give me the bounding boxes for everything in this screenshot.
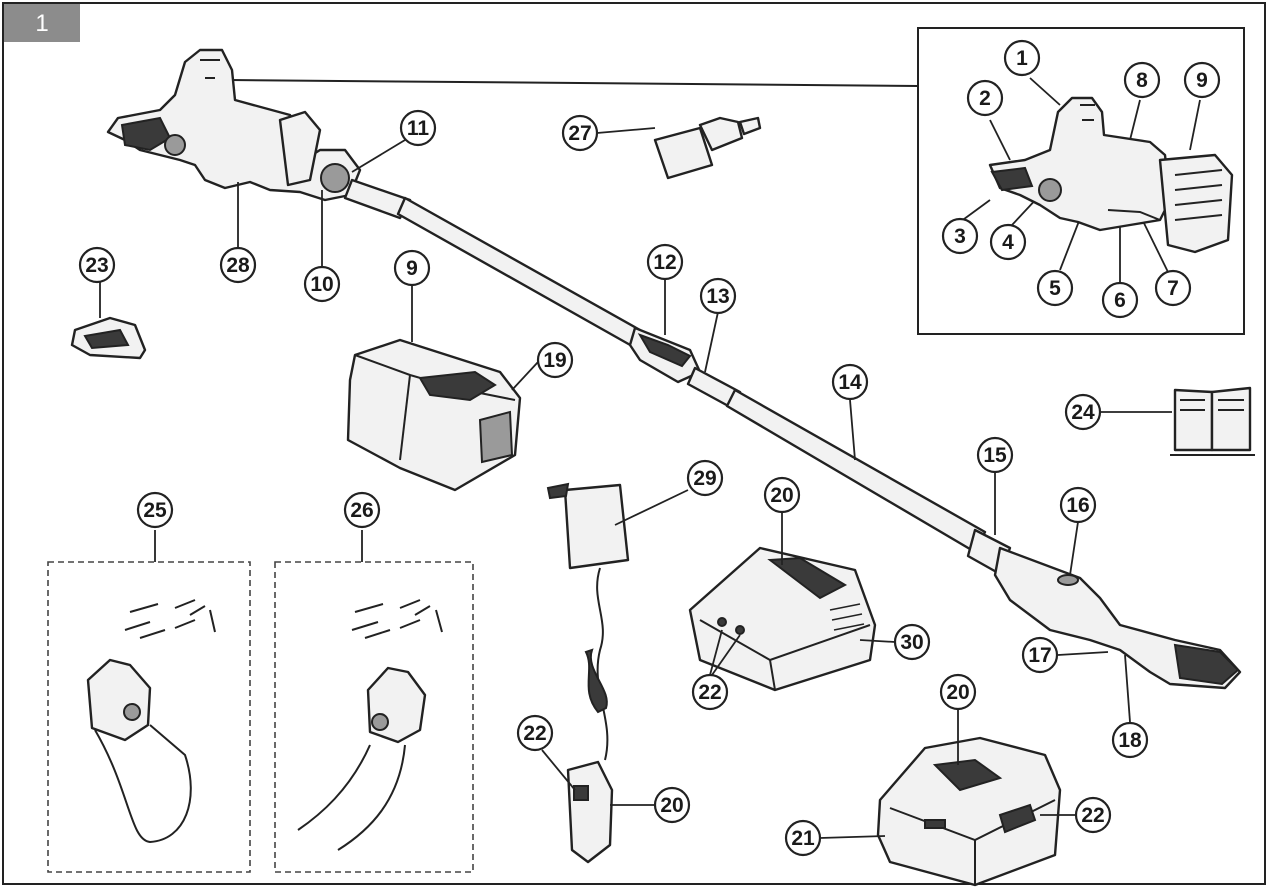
callout-label: 20 [660, 794, 683, 817]
inset-pruner-with-battery [988, 96, 1234, 254]
callout-label: 17 [1028, 644, 1051, 667]
callout-label: 1 [1016, 47, 1028, 70]
wall-mount-kit-a [86, 599, 216, 844]
callout-c9b: 9 [393, 249, 431, 287]
callout-c27: 27 [561, 114, 599, 152]
pruner-head [106, 48, 362, 202]
callout-c10: 10 [303, 265, 341, 303]
callout-label: 20 [946, 681, 969, 704]
callout-label: 30 [900, 631, 923, 654]
callout-c4: 4 [989, 223, 1027, 261]
manual-book [1170, 386, 1255, 456]
callout-c17: 17 [1021, 636, 1059, 674]
callout-c24: 24 [1064, 393, 1102, 431]
figure-number: 1 [35, 10, 48, 37]
callout-c16: 16 [1059, 486, 1097, 524]
callout-c21: 21 [784, 819, 822, 857]
callout-label: 25 [143, 499, 167, 522]
battery-pack [346, 338, 522, 492]
callout-c28: 28 [219, 246, 257, 284]
callout-c22a: 22 [691, 673, 729, 711]
wall-mount-kit-box-b [274, 561, 474, 873]
callout-label: 23 [85, 254, 108, 277]
callout-label: 19 [543, 349, 566, 372]
callout-c5: 5 [1036, 269, 1074, 307]
callout-c14: 14 [831, 363, 869, 401]
callout-c25: 25 [136, 491, 174, 529]
callout-c18: 18 [1111, 721, 1149, 759]
callout-label: 10 [310, 273, 333, 296]
callout-label: 22 [1081, 804, 1104, 827]
callout-c1: 1 [1003, 39, 1041, 77]
callout-label: 22 [698, 681, 721, 704]
callout-label: 28 [226, 254, 250, 277]
callout-c20c: 20 [939, 673, 977, 711]
plug-charger [546, 482, 630, 864]
callout-c2: 2 [966, 79, 1004, 117]
wall-mount-kit-box-a [47, 561, 251, 873]
oil-bottle [653, 116, 762, 180]
callout-c23: 23 [78, 246, 116, 284]
telescopic-pole [343, 178, 1242, 690]
callout-label: 22 [523, 722, 546, 745]
callout-c20a: 20 [763, 476, 801, 514]
callout-c11: 11 [399, 109, 437, 147]
callout-c29: 29 [686, 459, 724, 497]
callout-label: 24 [1071, 401, 1095, 424]
callout-c8: 8 [1123, 61, 1161, 99]
callout-c30: 30 [893, 623, 931, 661]
detail-inset-box [917, 27, 1245, 335]
callout-c7: 7 [1154, 269, 1192, 307]
callout-label: 4 [1002, 231, 1014, 254]
callout-label: 21 [791, 827, 815, 850]
callout-label: 11 [407, 117, 430, 140]
callout-label: 15 [983, 444, 1007, 467]
callout-c22c: 22 [1074, 796, 1112, 834]
callout-c9a: 9 [1183, 61, 1221, 99]
blade-guard [70, 316, 147, 360]
callout-c6: 6 [1101, 281, 1139, 319]
callout-label: 29 [693, 467, 716, 490]
callout-c13: 13 [699, 277, 737, 315]
callout-label: 2 [979, 87, 991, 110]
callout-c15: 15 [976, 436, 1014, 474]
callout-label: 12 [653, 251, 676, 274]
wall-mount-kit-b [297, 599, 443, 851]
callout-label: 5 [1049, 277, 1061, 300]
callout-c19: 19 [536, 341, 574, 379]
callout-label: 6 [1114, 289, 1126, 312]
callout-label: 16 [1066, 494, 1089, 517]
callout-label: 14 [838, 371, 862, 394]
callout-label: 8 [1136, 69, 1148, 92]
callout-c22b: 22 [516, 714, 554, 752]
fast-charger [876, 736, 1062, 887]
callout-label: 3 [954, 225, 966, 248]
callout-label: 7 [1167, 277, 1179, 300]
callout-label: 9 [1196, 69, 1208, 92]
callout-c12: 12 [646, 243, 684, 281]
callout-label: 18 [1118, 729, 1142, 752]
callout-label: 26 [350, 499, 373, 522]
compact-charger [688, 546, 877, 692]
figure-number-tab [4, 4, 80, 42]
callout-label: 9 [406, 257, 418, 280]
detail-connector-line [229, 79, 919, 87]
callout-label: 20 [770, 484, 793, 507]
callout-c26: 26 [343, 491, 381, 529]
callout-c3: 3 [941, 217, 979, 255]
callout-label: 13 [706, 285, 729, 308]
callout-c20b: 20 [653, 786, 691, 824]
callout-label: 27 [568, 122, 591, 145]
